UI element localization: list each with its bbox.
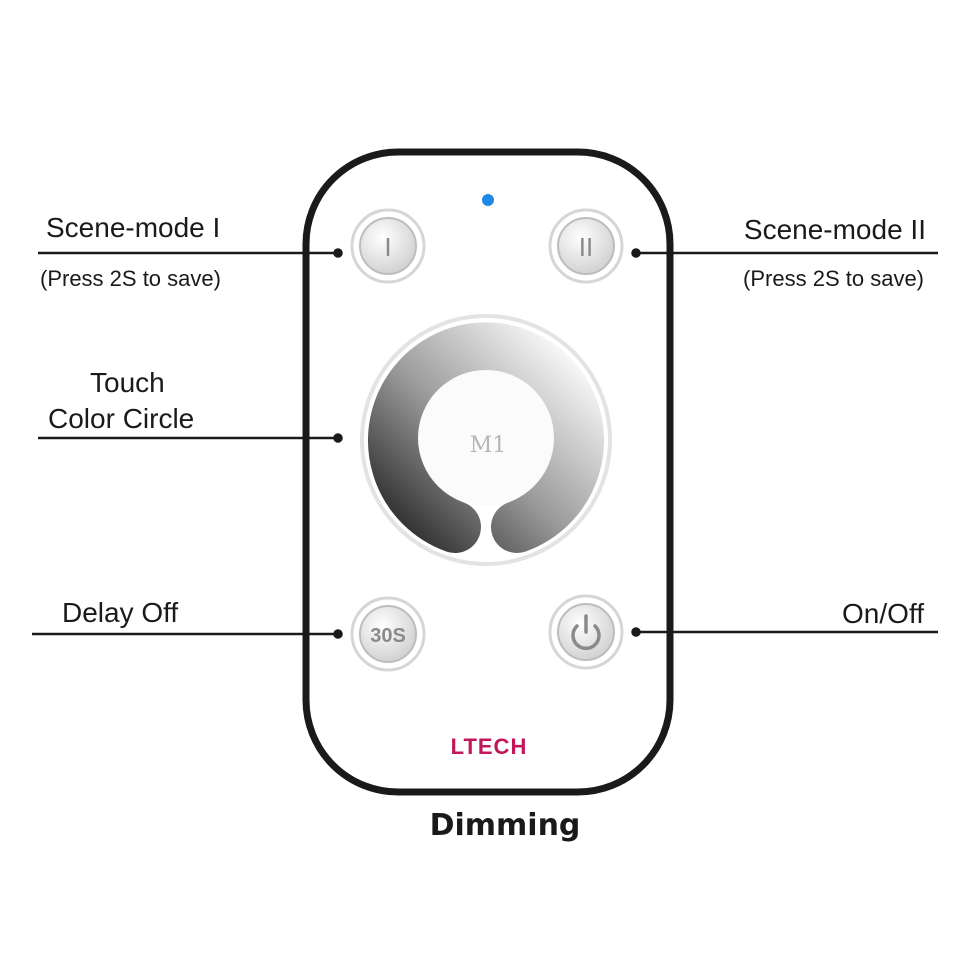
label-touch: Touch: [90, 367, 165, 398]
touch-color-wheel[interactable]: M1: [360, 314, 612, 566]
leader-lines: [32, 248, 938, 639]
scene-mode-1-glyph: I: [384, 232, 391, 262]
power-icon: [571, 614, 601, 651]
label-on-off: On/Off: [842, 598, 924, 629]
label-scene-mode-2: Scene-mode II: [743, 214, 926, 245]
label-color-circle: Color Circle: [48, 403, 195, 434]
delay-off-button[interactable]: 30S: [350, 596, 426, 672]
label-delay-off: Delay Off: [62, 597, 179, 628]
power-button[interactable]: [548, 594, 624, 670]
color-ring[interactable]: [368, 322, 604, 553]
delay-off-glyph: 30S: [370, 625, 406, 647]
scene-mode-2-button[interactable]: II: [548, 208, 624, 284]
label-scene-mode-1-hint: (Press 2S to save): [40, 266, 221, 291]
label-scene-mode-1: Scene-mode I: [46, 212, 221, 243]
diagram-caption: Dimming: [429, 808, 581, 843]
wheel-center-label: M1: [470, 433, 507, 458]
scene-mode-1-button[interactable]: I: [350, 208, 426, 284]
label-scene-mode-2-hint: (Press 2S to save): [743, 266, 924, 291]
brand-logo: LTECH: [451, 734, 528, 759]
scene-mode-2-glyph: II: [579, 232, 593, 262]
indicator-led: [482, 194, 494, 206]
